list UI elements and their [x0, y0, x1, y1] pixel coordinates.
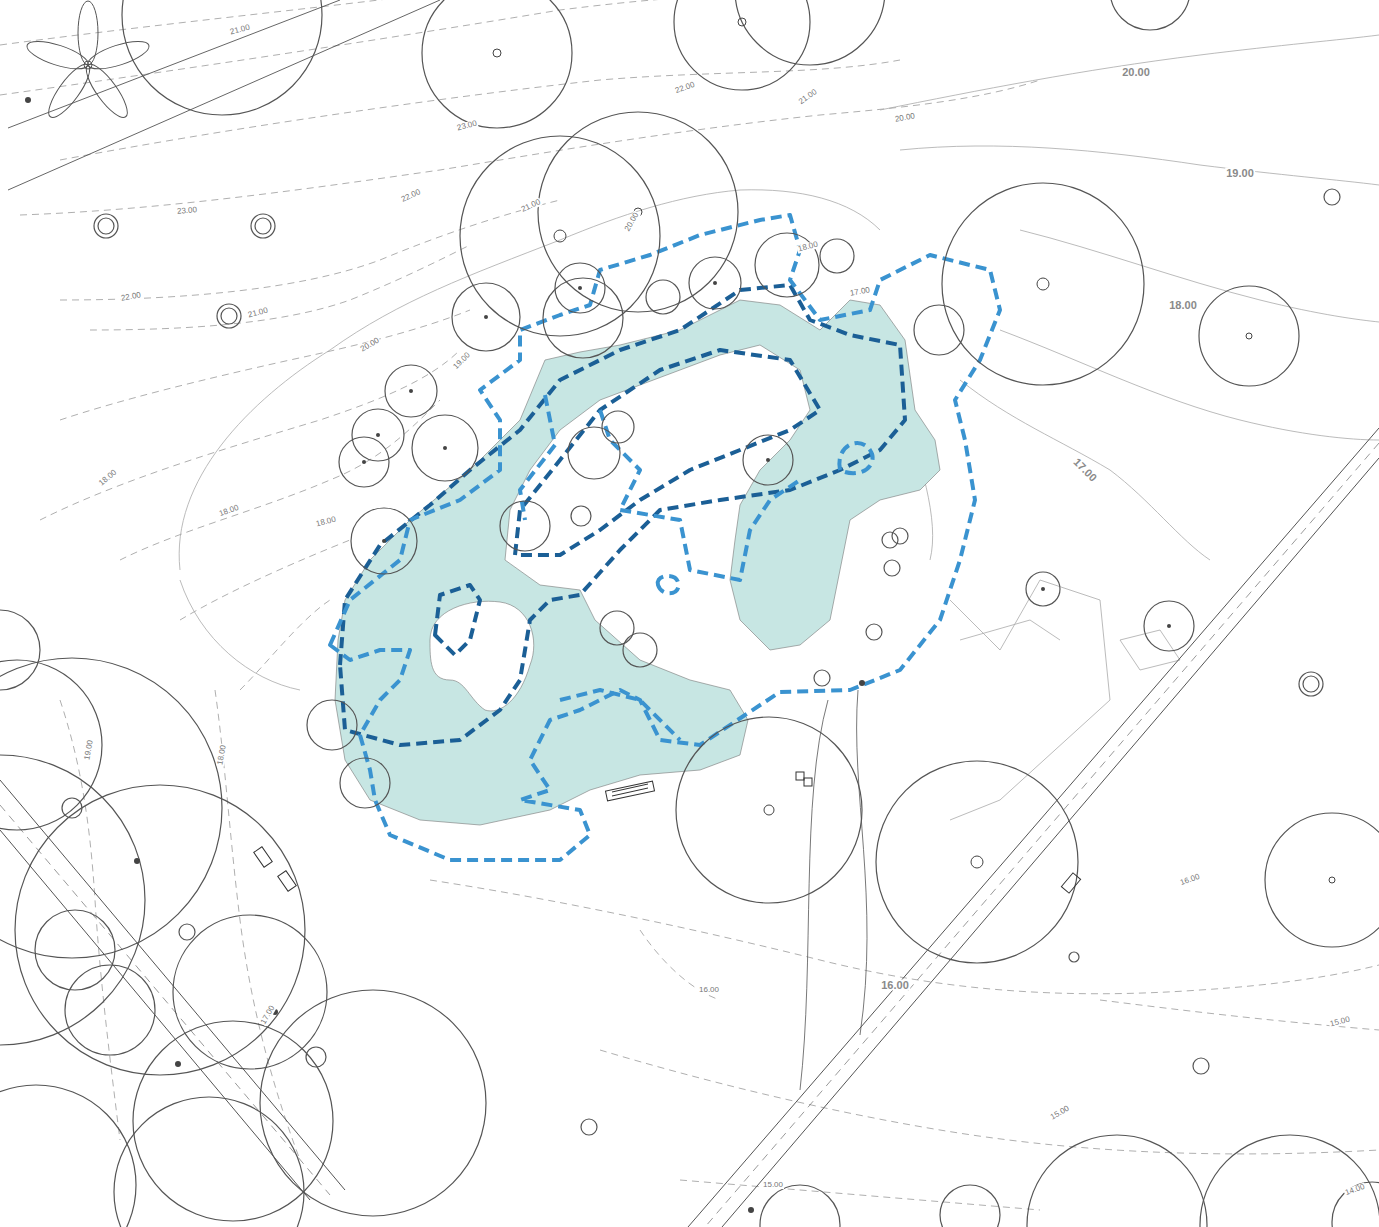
contour-label: 21.00 [228, 23, 251, 36]
contour-label: 20.00 [1121, 67, 1151, 78]
contour-label: 22.00 [673, 80, 696, 95]
contour-label: 23.00 [176, 206, 199, 216]
contour-label: 17.00 [848, 286, 871, 298]
contour-label: 19.00 [1225, 168, 1255, 179]
contour-label: 15.00 [1048, 1104, 1071, 1122]
contour-label: 22.00 [119, 291, 142, 303]
flower-symbol [24, 1, 152, 123]
bench-symbols [254, 772, 1081, 893]
contour-label: 20.00 [358, 336, 381, 354]
contour-label: 16.00 [1178, 872, 1201, 887]
water-planting-area [335, 300, 940, 825]
contour-label: 22.00 [399, 188, 422, 205]
contour-label: 21.00 [797, 87, 820, 106]
contour-label: 16.00 [698, 986, 720, 994]
contour-label: 21.00 [519, 198, 542, 215]
contour-label: 18.00 [216, 743, 228, 766]
contour-label: 16.00 [880, 980, 910, 991]
contour-label: 17.00 [259, 1003, 277, 1026]
contour-label: 14.00 [1343, 1182, 1366, 1197]
contour-label: 23.00 [455, 119, 478, 132]
contour-label: 18.00 [217, 503, 240, 518]
contour-label: 19.00 [451, 350, 472, 371]
contour-label: 18.00 [97, 468, 119, 488]
contour-label: 20.00 [893, 112, 916, 124]
contour-label: 15.00 [762, 1181, 784, 1189]
contour-label: 21.00 [246, 306, 269, 319]
outer-dashed-boundary [330, 215, 1000, 860]
contour-label: 18.00 [314, 515, 337, 528]
contour-label: 18.00 [1168, 300, 1198, 311]
tree-trunks [25, 18, 1335, 1213]
contour-label: 19.00 [83, 738, 95, 761]
contour-label: 20.00 [623, 210, 641, 233]
contour-label: 17.00 [1071, 456, 1100, 485]
